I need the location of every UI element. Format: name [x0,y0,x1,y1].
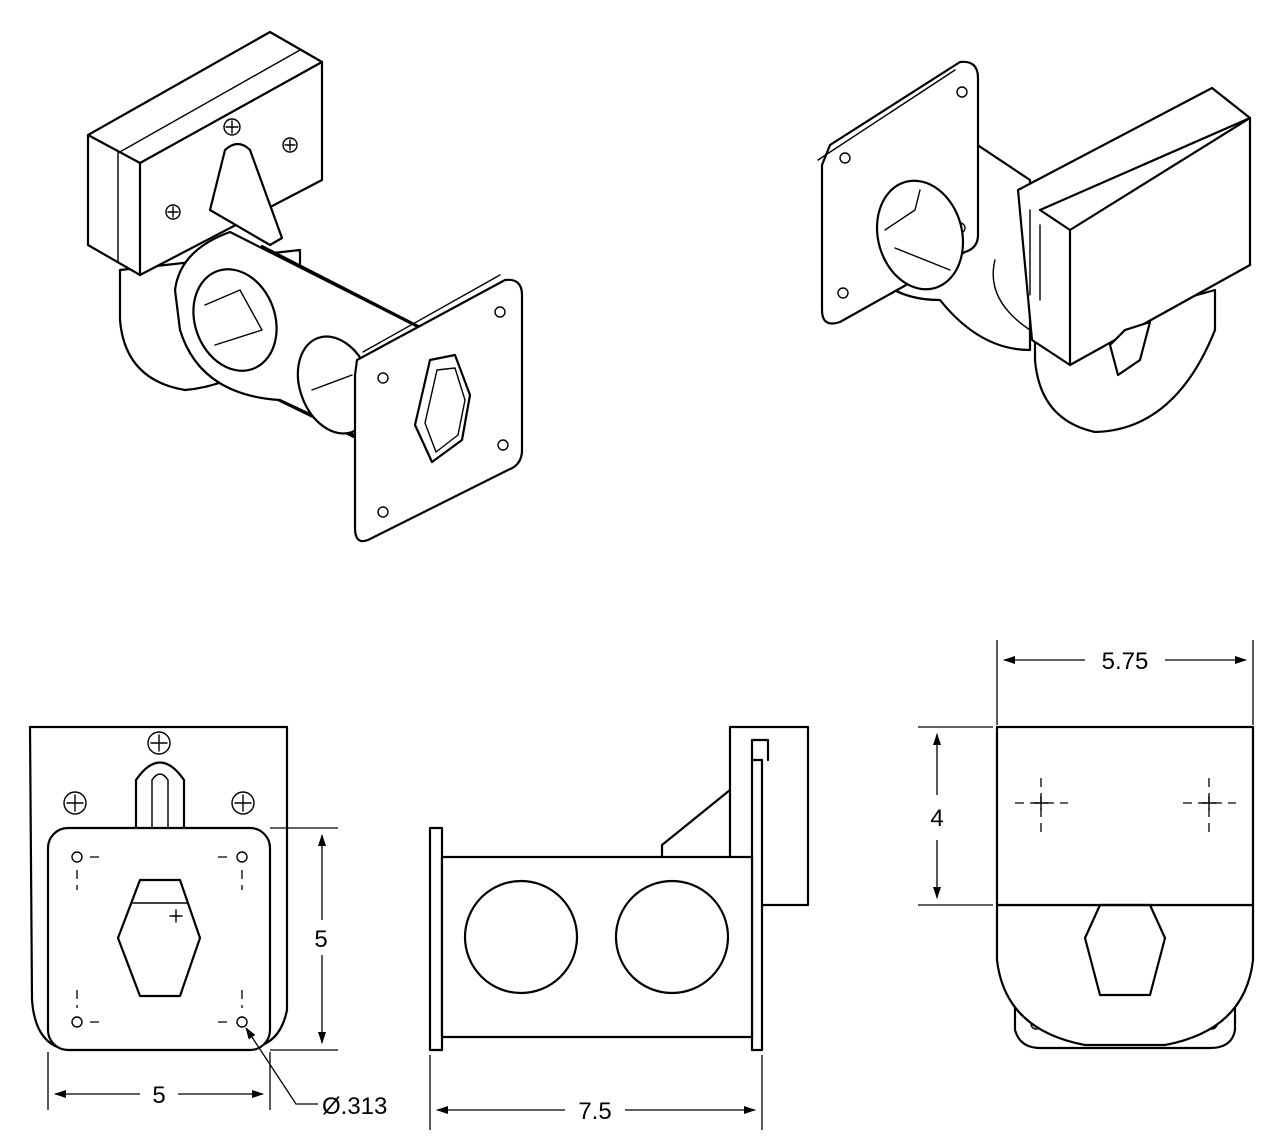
top-view [995,725,1255,1050]
dimension-plate-width: 5 [152,1082,165,1109]
front-view [28,725,289,1052]
screw-icon [282,137,298,153]
screw-icon [223,118,241,136]
side-view-dimensions [429,1055,763,1130]
screw-icon [231,791,255,815]
top-view-dimensions [918,640,1254,906]
isometric-view-left [86,30,524,543]
dimension-hole-diameter: Ø.313 [322,1093,387,1120]
side-view [428,725,810,1052]
dimension-plate-height: 5 [314,926,327,953]
screw-icon [63,791,87,815]
dimension-height-top-view: 4 [930,805,943,832]
front-view-dimensions [47,827,338,1110]
screw-icon [165,204,181,220]
dimension-width-top: 5.75 [1102,648,1149,675]
screw-icon [147,731,171,755]
isometric-view-right [817,60,1252,434]
dimension-length: 7.5 [578,1098,611,1125]
